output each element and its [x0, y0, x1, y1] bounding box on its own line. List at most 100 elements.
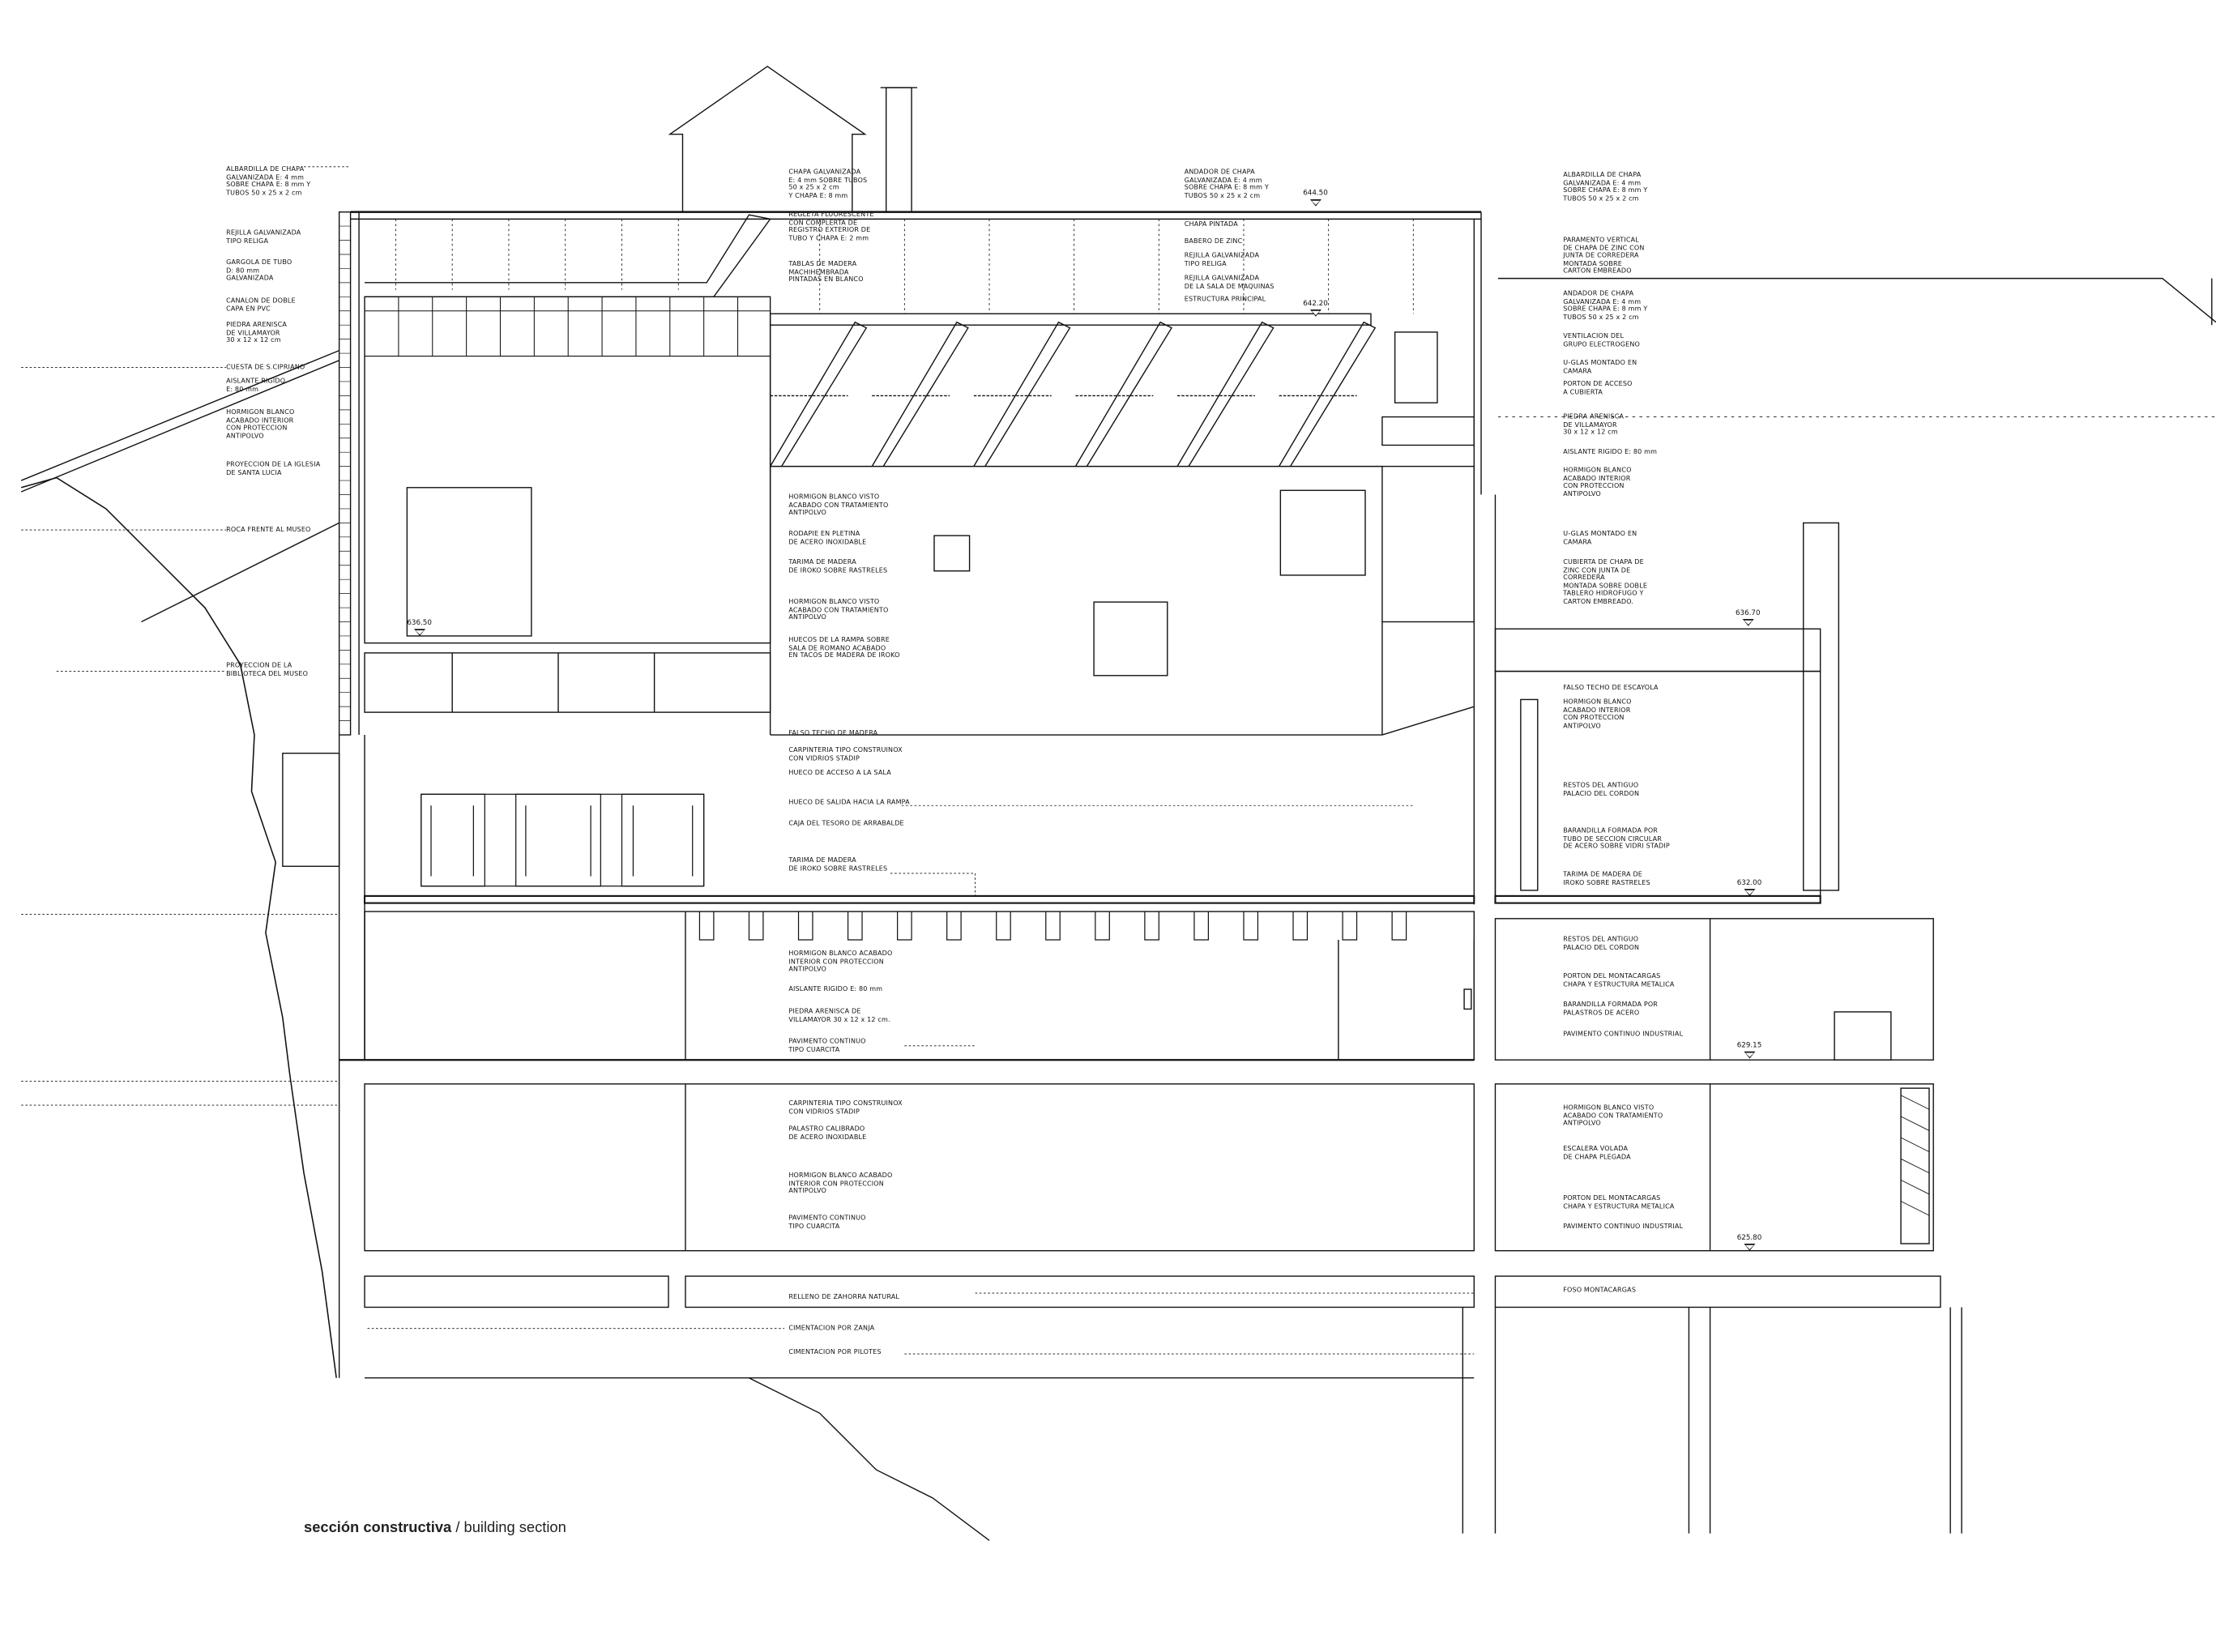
annotation-label: HUECO DE ACCESO A LA SALA [788, 770, 891, 778]
annotation-label: U-GLAS MONTADO EN CAMARA [1563, 531, 1637, 547]
annotation-label: U-GLAS MONTADO EN CAMARA [1563, 360, 1637, 376]
annotation-label: AISLANTE RIGIDO E: 80 mm [226, 378, 286, 394]
annotation-label: FOSO MONTACARGAS [1563, 1287, 1637, 1295]
annotation-label: ESCALERA VOLADA DE CHAPA PLEGADA [1563, 1146, 1631, 1162]
annotation-label: VENTILACION DEL GRUPO ELECTROGENO [1563, 333, 1641, 349]
annotation-label: BABERO DE ZINC [1184, 238, 1243, 246]
annotation-label: PIEDRA ARENISCA DE VILLAMAYOR 30 x 12 x … [1563, 414, 1625, 438]
annotation-label: PALASTRO CALIBRADO DE ACERO INOXIDABLE [788, 1126, 867, 1142]
antique-column [1520, 698, 1539, 891]
folded-stair [1900, 1087, 1930, 1244]
elevation-value: 644.50 [1303, 189, 1328, 198]
annotation-label: CHAPA GALVANIZADA E: 4 mm SOBRE TUBOS 50… [788, 169, 868, 201]
annotation-label: HUECOS DE LA RAMPA SOBRE SALA DE ROMANO … [788, 637, 900, 660]
annotation-label: CIMENTACION POR PILOTES [788, 1349, 882, 1357]
annotation-label: REJILLA GALVANIZADA TIPO RELIGA [226, 230, 301, 245]
elevation-marker: 632.00 [1736, 878, 1762, 896]
elevation-value: 632.00 [1736, 878, 1762, 888]
annotation-label: PROYECCION DE LA BIBLIOTECA DEL MUSEO [226, 663, 309, 678]
annotation-label: REJILLA GALVANIZADA TIPO RELIGA [1184, 253, 1260, 268]
caption-separator: / [451, 1519, 464, 1537]
annotation-label: HORMIGON BLANCO ACABADO INTERIOR CON PRO… [788, 950, 893, 975]
level-triangle-icon [1744, 1243, 1755, 1251]
caption-spanish: sección constructiva [304, 1519, 452, 1537]
annotation-label: AISLANTE RIGIDO E: 80 mm [788, 986, 883, 994]
annotation-label: ESTRUCTURA PRINCIPAL [1184, 297, 1266, 305]
annotation-label: HUECO DE SALIDA HACIA LA RAMPA [788, 800, 910, 807]
chimney [885, 87, 912, 213]
elevation-value: 636.50 [407, 619, 432, 628]
annotation-label: HORMIGON BLANCO VISTO ACABADO CON TRATAM… [788, 599, 889, 622]
annotation-label: AISLANTE RIGIDO E: 80 mm [1563, 449, 1658, 457]
annotation-label: PORTON DEL MONTACARGAS CHAPA Y ESTRUCTUR… [1563, 1195, 1675, 1211]
annotation-label: RESTOS DEL ANTIGUO PALACIO DEL CORDON [1563, 937, 1640, 952]
annotation-label: HORMIGON BLANCO ACABADO INTERIOR CON PRO… [226, 409, 295, 441]
annotation-label: BARANDILLA FORMADA POR TUBO DE SECCION C… [1563, 828, 1670, 852]
annotation-label: CARPINTERIA TIPO CONSTRUINOX CON VIDRIOS… [788, 747, 903, 763]
annotation-label: HORMIGON BLANCO ACABADO INTERIOR CON PRO… [1563, 467, 1632, 499]
annotation-label: PIEDRA ARENISCA DE VILLAMAYOR 30 x 12 x … [788, 1009, 890, 1024]
level-triangle-icon [1309, 198, 1321, 207]
annotation-label: CUESTA DE S.CIPRIANO [226, 365, 305, 372]
annotation-label: CUBIERTA DE CHAPA DE ZINC CON JUNTA DE C… [1563, 559, 1648, 607]
annotation-label: PROYECCION DE LA IGLESIA DE SANTA LUCIA [226, 462, 321, 477]
neighbor-house-outline [668, 66, 867, 212]
level-triangle-icon [413, 629, 425, 636]
sawtooth-skylights [769, 313, 1475, 467]
annotation-label: REGLETA FLUORESCENTE CON COMPLERTA DE RE… [788, 211, 874, 243]
annotation-label: REJILLA GALVANIZADA DE LA SALA DE MAQUIN… [1184, 275, 1275, 291]
elevation-value: 636.70 [1736, 608, 1761, 618]
annotation-label: TABLAS DE MADERA MACHIHEMBRADA PINTADAS … [788, 261, 864, 284]
annotation-label: PAVIMENTO CONTINUO INDUSTRIAL [1563, 1031, 1684, 1039]
level-triangle-icon [1744, 1051, 1755, 1059]
annotation-label: PORTON DE ACCESO A CUBIERTA [1563, 381, 1633, 397]
annotation-label: RODAPIE EN PLETINA DE ACERO INOXIDABLE [788, 531, 867, 547]
elevation-value: 625.80 [1736, 1233, 1762, 1243]
annotation-label: HORMIGON BLANCO VISTO ACABADO CON TRATAM… [788, 494, 889, 518]
annotation-label: ANDADOR DE CHAPA GALVANIZADA E: 4 mm SOB… [1184, 169, 1269, 201]
annotation-label: HORMIGON BLANCO ACABADO INTERIOR CON PRO… [1563, 699, 1632, 731]
annotation-label: BARANDILLA FORMADA POR PALASTROS DE ACER… [1563, 1001, 1659, 1018]
elevation-marker: 644.50 [1303, 190, 1328, 207]
annotation-label: PAVIMENTO CONTINUO INDUSTRIAL [1563, 1223, 1684, 1232]
annotation-label: FALSO TECHO DE ESCAYOLA [1563, 685, 1659, 693]
annotation-label: PAVIMENTO CONTINUO TIPO CUARCITA [788, 1039, 866, 1054]
annotation-label: FALSO TECHO DE MADERA [788, 730, 878, 738]
treasure-cases [421, 793, 705, 887]
piles [1462, 1307, 1962, 1534]
elevation-marker: 625.80 [1736, 1233, 1762, 1251]
elevation-value: 629.15 [1736, 1041, 1762, 1051]
annotation-label: TARIMA DE MADERA DE IROKO SOBRE RASTRELE… [1563, 872, 1650, 887]
elevation-value: 642.20 [1303, 299, 1328, 309]
elevation-marker: 629.15 [1736, 1041, 1762, 1059]
annotation-label: CAJA DEL TESORO DE ARRABALDE [788, 821, 904, 829]
rock-contour [20, 476, 337, 1378]
annotation-label: PAVIMENTO CONTINUO TIPO CUARCITA [788, 1215, 866, 1231]
annotation-label: ANDADOR DE CHAPA GALVANIZADA E: 4 mm SOB… [1563, 291, 1648, 322]
annotation-label: CHAPA PINTADA [1184, 221, 1238, 229]
annotation-label: HORMIGON BLANCO ACABADO INTERIOR CON PRO… [788, 1172, 893, 1197]
annotation-label: PORTON DEL MONTACARGAS CHAPA Y ESTRUCTUR… [1563, 973, 1675, 989]
roof-grating [395, 219, 1414, 314]
floor-slab-632 [363, 894, 1475, 904]
level-triangle-icon [1744, 889, 1755, 896]
clerestory-window-grid [365, 297, 771, 357]
annotation-label: TARIMA DE MADERA DE IROKO SOBRE RASTRELE… [788, 857, 888, 873]
annotation-label: CIMENTACION POR ZANJA [788, 1325, 875, 1333]
annotation-label: RELLENO DE ZAHORRA NATURAL [788, 1294, 900, 1302]
elevation-marker: 636.70 [1736, 609, 1761, 626]
annotation-label: CANALON DE DOBLE CAPA EN PVC [226, 298, 296, 314]
annotation-label: ROCA FRENTE AL MUSEO [226, 527, 311, 535]
annotation-label: PIEDRA ARENISCA DE VILLAMAYOR 30 x 12 x … [226, 322, 288, 345]
level-triangle-icon [1742, 619, 1754, 626]
annotation-label: CARPINTERIA TIPO CONSTRUINOX CON VIDRIOS… [788, 1100, 903, 1116]
annotation-label: GARGOLA DE TUBO D: 80 mm GALVANIZADA [226, 259, 292, 284]
caption-english: building section [463, 1519, 566, 1537]
level-triangle-icon [1309, 309, 1321, 317]
annotation-label: TARIMA DE MADERA DE IROKO SOBRE RASTRELE… [788, 559, 888, 575]
annotation-label: ALBARDILLA DE CHAPA GALVANIZADA E: 4 mm … [1563, 172, 1648, 203]
upper-left-room [364, 296, 771, 644]
annotation-label: ALBARDILLA DE CHAPA GALVANIZADA E: 4 mm … [226, 166, 311, 198]
left-stone-wall [338, 211, 352, 736]
